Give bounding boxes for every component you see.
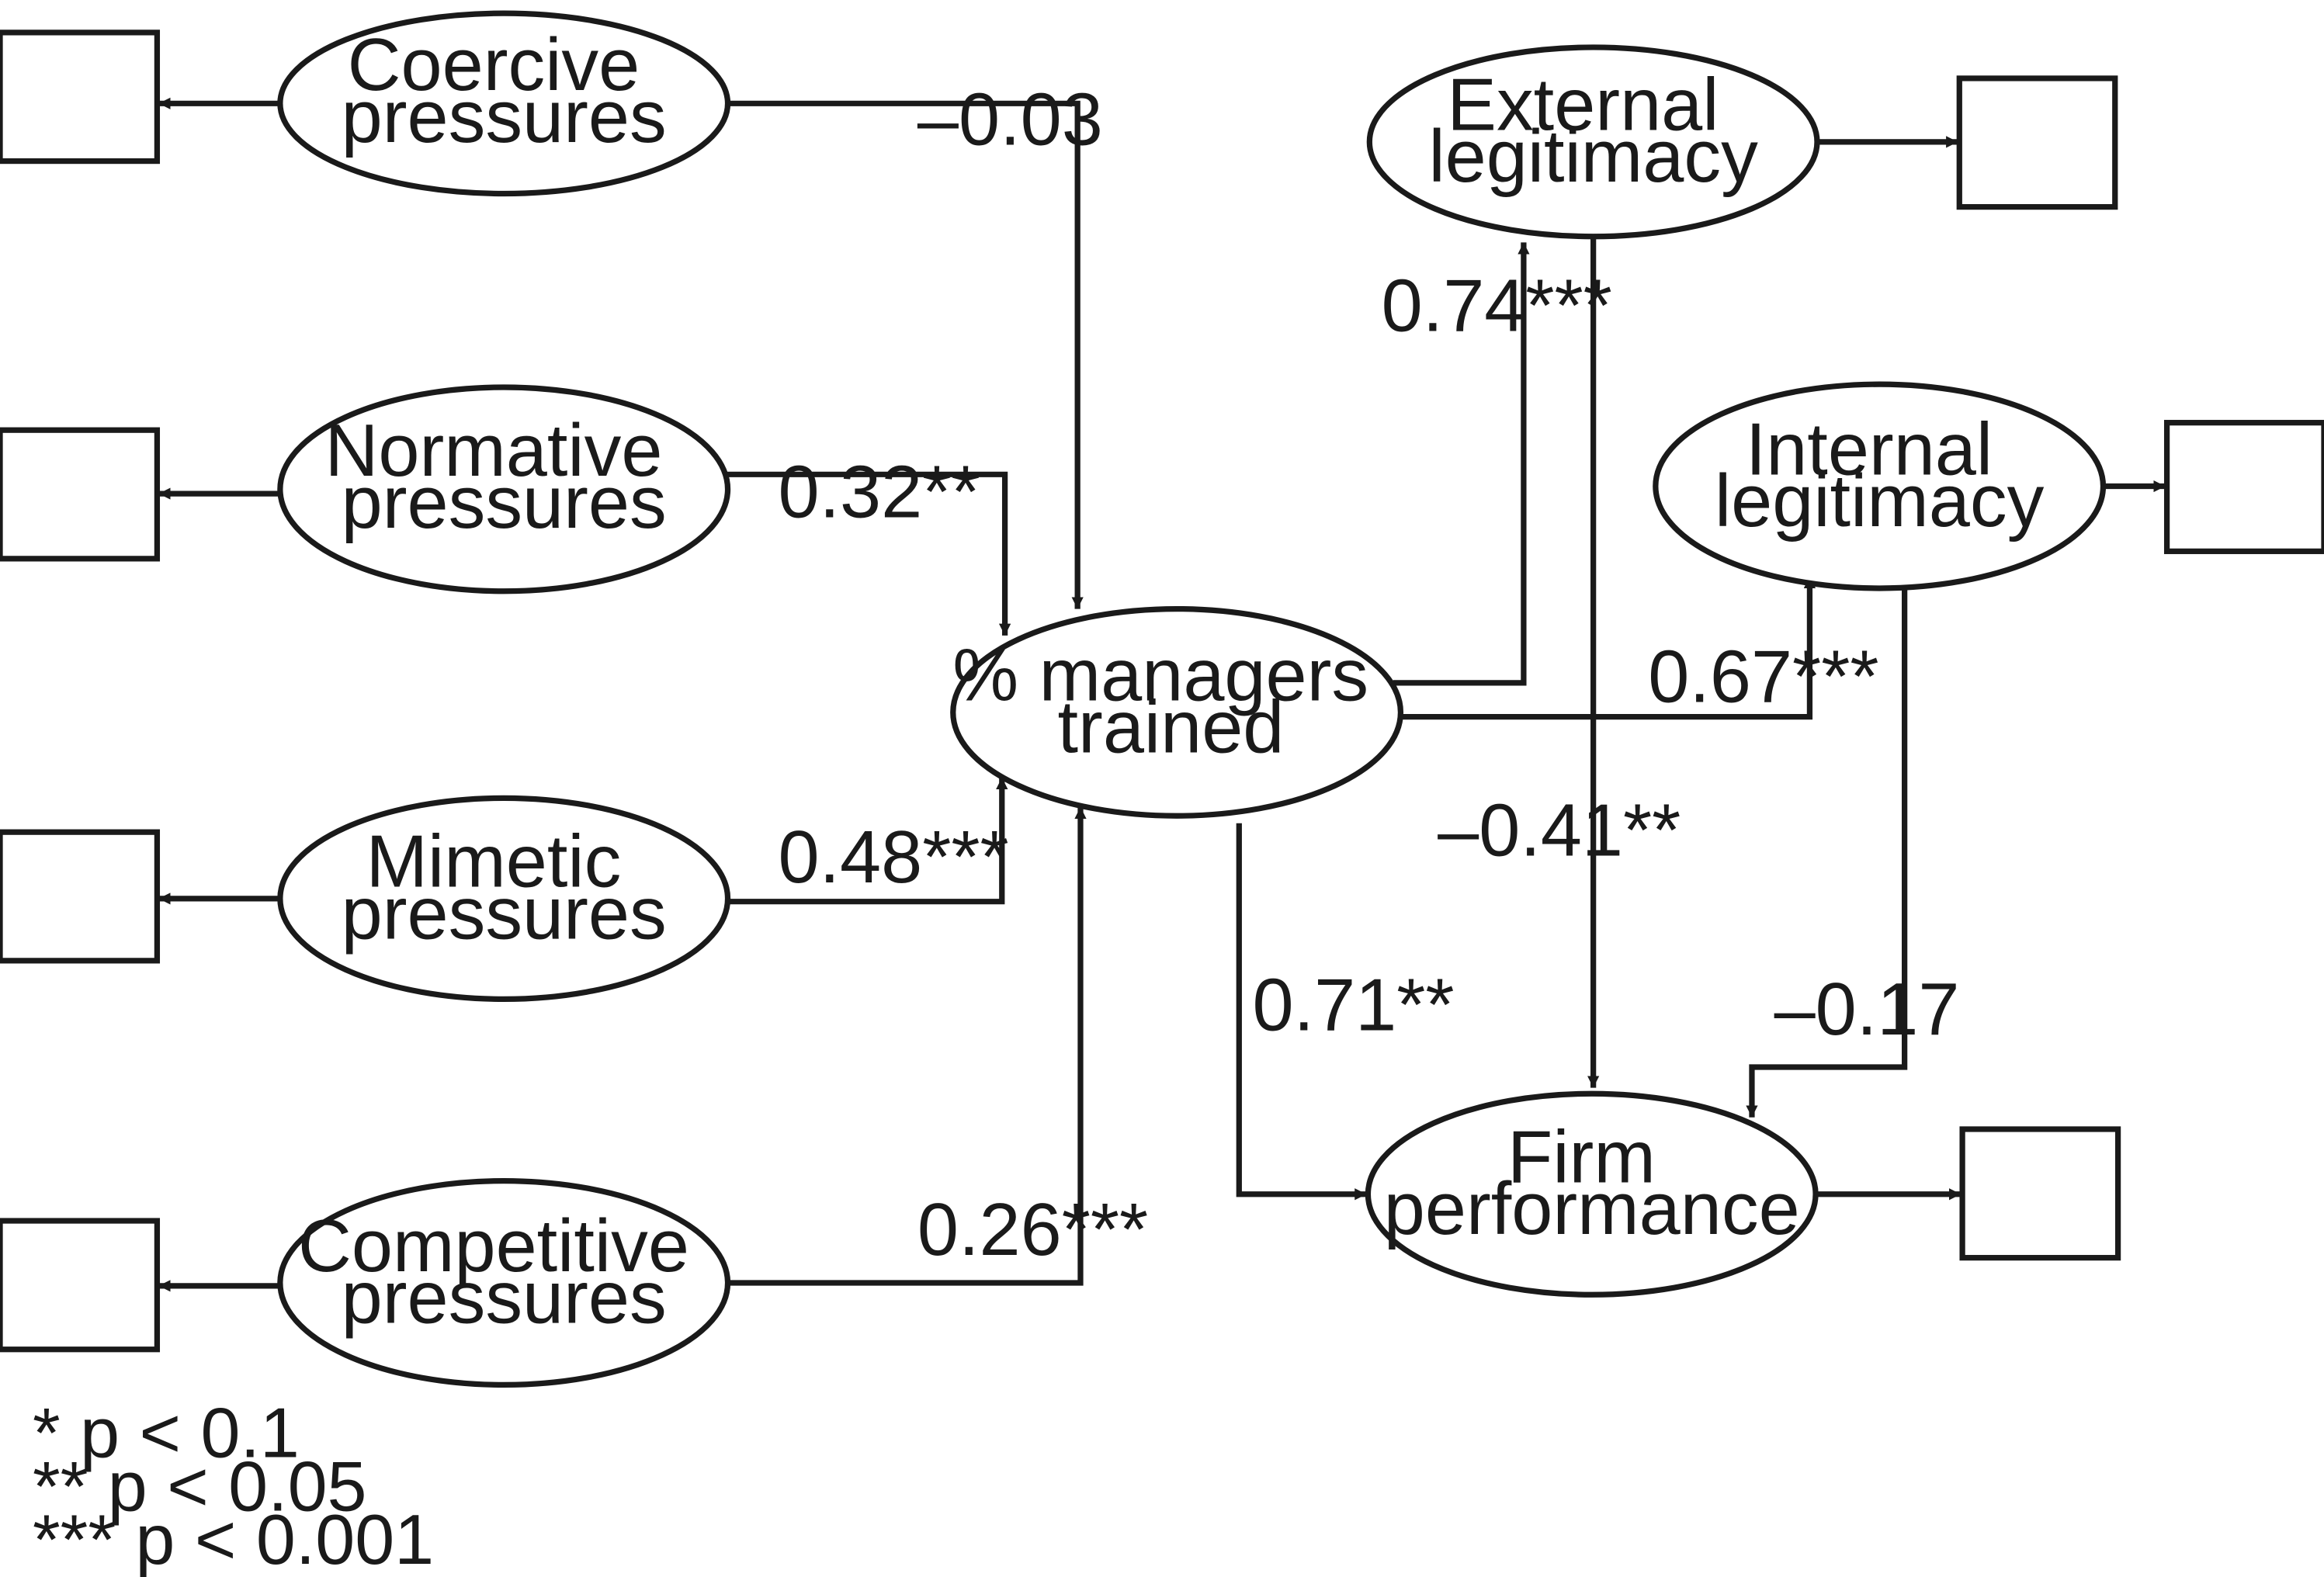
normative-pressures-node	[277, 384, 731, 594]
managers-firm-coefficient: 0.71**	[1252, 964, 1454, 1046]
external-coefficient: 0.74***	[1382, 265, 1612, 348]
mimetic-to-managers-path	[726, 777, 1008, 905]
managers-to-firm-path	[1236, 823, 1367, 1201]
coercive-pressures-label: Coercive pressures	[342, 24, 667, 158]
internal-coefficient: 0.67***	[1648, 636, 1878, 719]
firm-performance-node	[1365, 1090, 1819, 1298]
mimetic-indicator-box	[0, 829, 161, 964]
external-legitimacy-node	[1366, 44, 1820, 240]
normative-pressures-label: Normative pressures	[324, 410, 682, 544]
managers-trained-label: % managers trained	[952, 635, 1389, 769]
external-legitimacy-label: External legitimacy	[1428, 64, 1758, 199]
normative-coefficient: 0.32**	[778, 452, 980, 534]
coercive-to-managers-path	[726, 100, 1084, 609]
coercive-coefficient: –0.03	[917, 79, 1103, 161]
significance-legend: * p < 0.1 ** p < 0.05 *** p < 0.001	[33, 1394, 434, 1577]
internal-legitimacy-node	[1653, 381, 2107, 591]
competitive-pressures-node	[277, 1178, 731, 1388]
coercive-pressures-node	[277, 10, 731, 197]
competitive-pressures-label: Competitive pressures	[298, 1205, 710, 1340]
firm-indicator-box	[1959, 1126, 2121, 1261]
coercive-indicator-box	[0, 29, 161, 165]
mimetic-pressures-node	[277, 795, 731, 1002]
normative-indicator-box	[0, 427, 161, 562]
competitive-indicator-box	[0, 1218, 161, 1353]
internal-firm-coefficient: –0.17	[1774, 969, 1960, 1051]
internal-indicator-box	[2163, 420, 2324, 554]
competitive-to-managers-path	[726, 806, 1087, 1286]
external-indicator-box	[1956, 75, 2118, 210]
internal-to-firm-path	[1746, 587, 1908, 1118]
mimetic-pressures-label: Mimetic pressures	[342, 821, 667, 955]
legend-line: * p < 0.1	[33, 1394, 300, 1473]
mimetic-coefficient: 0.48***	[778, 816, 1008, 899]
external-firm-coefficient: –0.41**	[1438, 790, 1681, 872]
legend-line: ** p < 0.05	[33, 1447, 367, 1526]
competitive-coefficient: 0.26***	[917, 1189, 1148, 1271]
firm-performance-label: Firm performance	[1384, 1117, 1800, 1251]
normative-to-managers-path	[726, 471, 1011, 636]
legend-line: *** p < 0.001	[33, 1500, 434, 1577]
managers-to-internal-path	[1400, 576, 1816, 720]
internal-legitimacy-label: Internal legitimacy	[1715, 408, 2045, 542]
managers-to-external-path	[1393, 242, 1530, 686]
managers-trained-node	[950, 605, 1404, 819]
